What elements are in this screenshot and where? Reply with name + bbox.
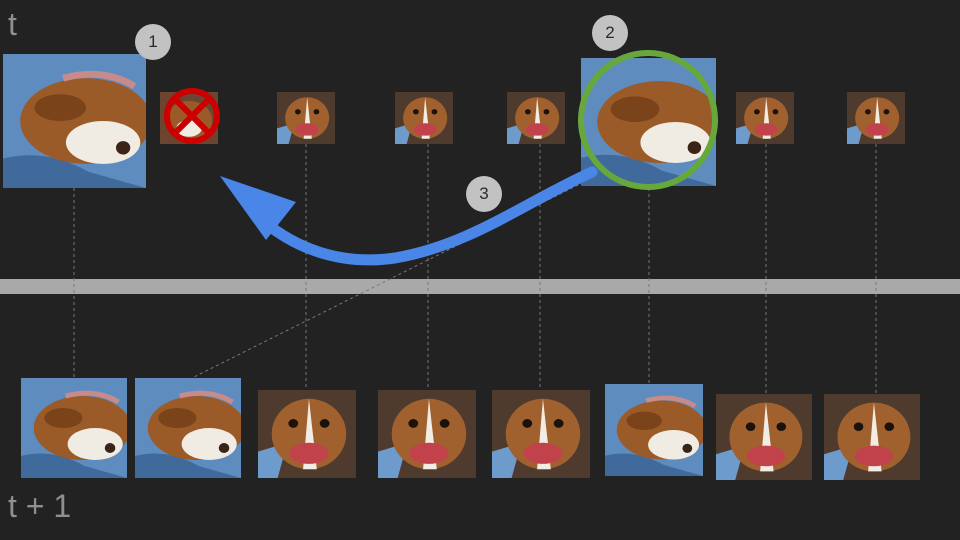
highlight-ring	[578, 50, 718, 190]
sleeping-dog-thumbnail-highlighted	[581, 58, 716, 186]
time-label-t: t	[8, 6, 17, 42]
excited-dog-thumbnail	[277, 92, 335, 144]
excited-dog-thumbnail	[716, 394, 812, 480]
excited-dog-thumbnail	[507, 92, 565, 144]
excited-dog-thumbnail	[736, 92, 794, 144]
excited-dog-thumbnail	[395, 92, 453, 144]
excited-dog-thumbnail	[492, 390, 590, 478]
step-badge-2: 2	[592, 15, 628, 51]
sleeping-dog-thumbnail	[605, 384, 703, 476]
sleeping-dog-thumbnail	[135, 378, 241, 478]
connector-line-diagonal	[187, 149, 649, 381]
excited-dog-thumbnail	[378, 390, 476, 478]
sleeping-dog-thumbnail	[21, 378, 127, 478]
excited-dog-thumbnail	[847, 92, 905, 144]
excited-dog-thumbnail	[824, 394, 920, 480]
curved-arrow-icon	[256, 166, 598, 266]
step-badge-1: 1	[135, 24, 171, 60]
excited-dog-thumbnail	[258, 390, 356, 478]
time-label-t-plus-1: t + 1	[8, 488, 72, 524]
arrow-head	[220, 176, 296, 240]
time-divider	[0, 279, 960, 294]
reject-x-icon	[164, 88, 220, 144]
step-badge-3: 3	[466, 176, 502, 212]
sleeping-dog-thumbnail	[3, 54, 146, 188]
